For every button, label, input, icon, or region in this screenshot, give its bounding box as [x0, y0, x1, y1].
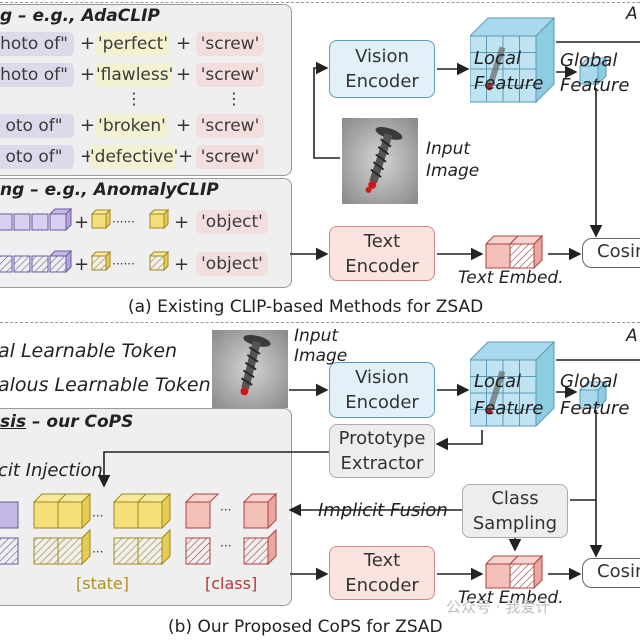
- class-pill: 'screw': [196, 63, 264, 87]
- screw-image-top: [342, 118, 418, 204]
- prototype-extractor-box: Prototype Extractor: [329, 424, 435, 478]
- svg-text:+: +: [174, 212, 189, 233]
- text-encoder-label: Text Encoder: [345, 231, 419, 277]
- prompt-pill: oto of": [0, 145, 74, 169]
- abnormal-prompt-cubes: [0, 249, 73, 274]
- plus-sign: +: [80, 64, 96, 85]
- state-token-cubes: ······: [90, 208, 170, 230]
- object-pill: 'object': [196, 210, 268, 234]
- abnormal-token-legend: alous Learnable Token: [0, 374, 211, 396]
- cosine-box-bottom: Cosin: [582, 558, 640, 588]
- local-feature-label-top: Local Feature: [474, 48, 544, 94]
- corner-label-top: A: [626, 4, 638, 24]
- svg-text:······: ······: [112, 215, 135, 229]
- text-encoder-label: Text Encoder: [345, 550, 419, 596]
- class-tag: [class]: [205, 574, 258, 593]
- screw-image-bottom: [212, 330, 288, 408]
- vision-encoder-label: Vision Encoder: [345, 46, 419, 92]
- cops-prompt-cubes: [0, 501, 19, 565]
- text-embed-cubes-bottom: [484, 554, 544, 590]
- cops-state-cubes: ··· ···: [32, 492, 172, 566]
- feature-grid-top: [470, 16, 556, 104]
- state-pill: 'broken': [96, 114, 168, 138]
- plus-sign: +: [178, 146, 194, 167]
- text-embed-label-bottom: Text Embed.: [458, 588, 564, 608]
- state-tag: [state]: [76, 574, 130, 593]
- svg-text:+: +: [174, 254, 189, 275]
- plus-sign: +: [176, 115, 192, 136]
- caption-a: (a) Existing CLIP-based Methods for ZSAD: [128, 297, 484, 317]
- prompt-pill: hoto of": [0, 32, 74, 56]
- caption-b: (b) Our Proposed CoPS for ZSAD: [168, 617, 443, 637]
- class-sampling-box: Class Sampling: [462, 484, 568, 538]
- svg-text:···: ···: [92, 545, 103, 559]
- global-feature-cube-top: [578, 56, 608, 86]
- vision-encoder-box-bottom: Vision Encoder: [329, 362, 435, 418]
- feature-grid-bottom: [470, 340, 556, 428]
- text-embed-label-top: Text Embed.: [458, 268, 564, 288]
- prompt-pill: oto of": [0, 114, 74, 138]
- cops-class-cubes: ··· ···: [184, 492, 278, 566]
- cosine-label: Cosin: [597, 561, 640, 582]
- state-pill: 'defective': [90, 145, 179, 169]
- cosine-label: Cosin: [597, 241, 640, 262]
- svg-text:······: ······: [112, 257, 135, 271]
- anomalyclip-title: ng – e.g., AnomalyCLIP: [0, 180, 219, 200]
- vision-encoder-label: Vision Encoder: [345, 367, 419, 413]
- input-image-label-top: Input Image: [426, 139, 480, 181]
- cops-title: sis – our CoPS: [0, 412, 134, 432]
- corner-label-bottom: A: [626, 326, 638, 346]
- object-pill: 'object': [196, 252, 268, 276]
- global-feature-cube-bottom: [578, 380, 608, 410]
- plus-sign: +: [80, 33, 96, 54]
- mid-dashed-line: [0, 322, 640, 323]
- svg-text:···: ···: [92, 509, 103, 523]
- plus-sign: +: [176, 64, 192, 85]
- svg-text:···: ···: [220, 503, 231, 517]
- local-feature-grid: [470, 16, 556, 104]
- vision-encoder-box-top: Vision Encoder: [329, 40, 435, 98]
- svg-text:+: +: [74, 212, 89, 233]
- input-image-label-bottom: Input Image: [294, 326, 348, 366]
- text-embed-cubes-top: [484, 234, 544, 270]
- adaclip-title: g – e.g., AdaCLIP: [0, 6, 160, 26]
- plus-sign: +: [80, 115, 96, 136]
- class-sampling-label: Class Sampling: [472, 488, 558, 534]
- top-flow-arrows: [290, 41, 640, 261]
- prototype-extractor-label: Prototype Extractor: [338, 428, 426, 474]
- svg-text:+: +: [74, 254, 89, 275]
- bottom-flow-arrows: [97, 359, 640, 581]
- plus-sign: +: [176, 33, 192, 54]
- class-pill: 'screw': [196, 145, 264, 169]
- normal-prompt-cubes: [0, 207, 73, 232]
- state-pill: 'perfect': [96, 32, 170, 56]
- svg-text:···: ···: [220, 539, 231, 553]
- normal-token-legend: al Learnable Token: [0, 340, 178, 362]
- local-feature-label-bottom: Local Feature: [474, 371, 544, 419]
- abnormal-state-token-cubes: ······: [90, 250, 170, 272]
- class-pill: 'screw': [196, 114, 264, 138]
- text-encoder-box-bottom: Text Encoder: [329, 546, 435, 600]
- text-encoder-box-top: Text Encoder: [329, 226, 435, 281]
- watermark: 公众号 · 我爱计: [446, 598, 551, 616]
- cops-token-blocks: ··· ··· ··· ···: [0, 492, 278, 566]
- top-dashed-line: [0, 2, 640, 3]
- implicit-injection-label: cit Injection: [0, 460, 103, 481]
- cosine-box-top: Cosin: [582, 238, 640, 268]
- anomalyclip-token-rows: + ······ + + ······ +: [0, 207, 189, 275]
- prompt-pill: hoto of": [0, 63, 74, 87]
- class-pill: 'screw': [196, 32, 264, 56]
- state-pill: 'flawless': [96, 63, 174, 87]
